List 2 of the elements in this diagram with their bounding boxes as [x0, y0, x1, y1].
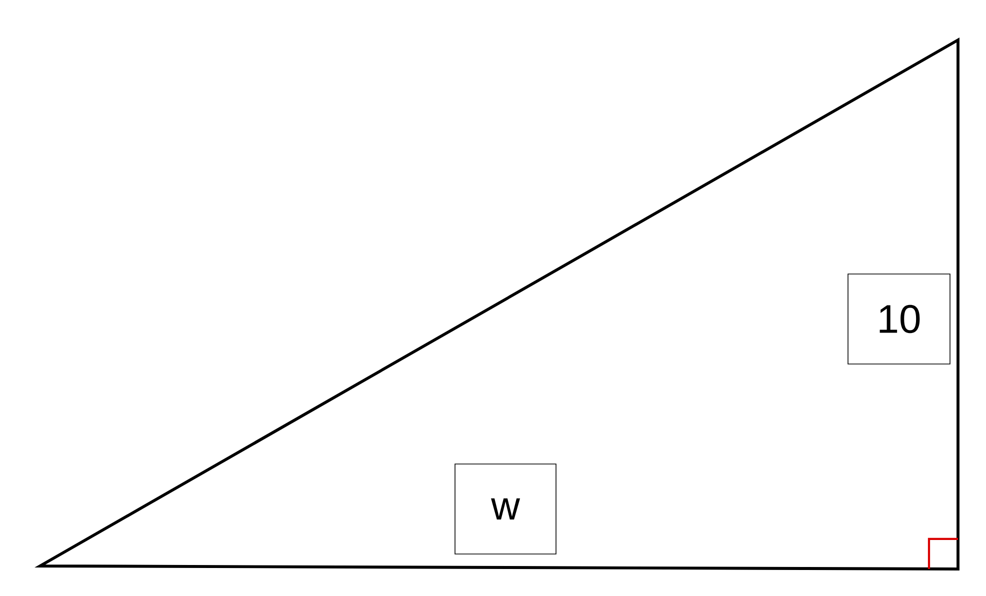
label-box: 10: [848, 274, 950, 364]
label-box: w: [454, 464, 556, 554]
